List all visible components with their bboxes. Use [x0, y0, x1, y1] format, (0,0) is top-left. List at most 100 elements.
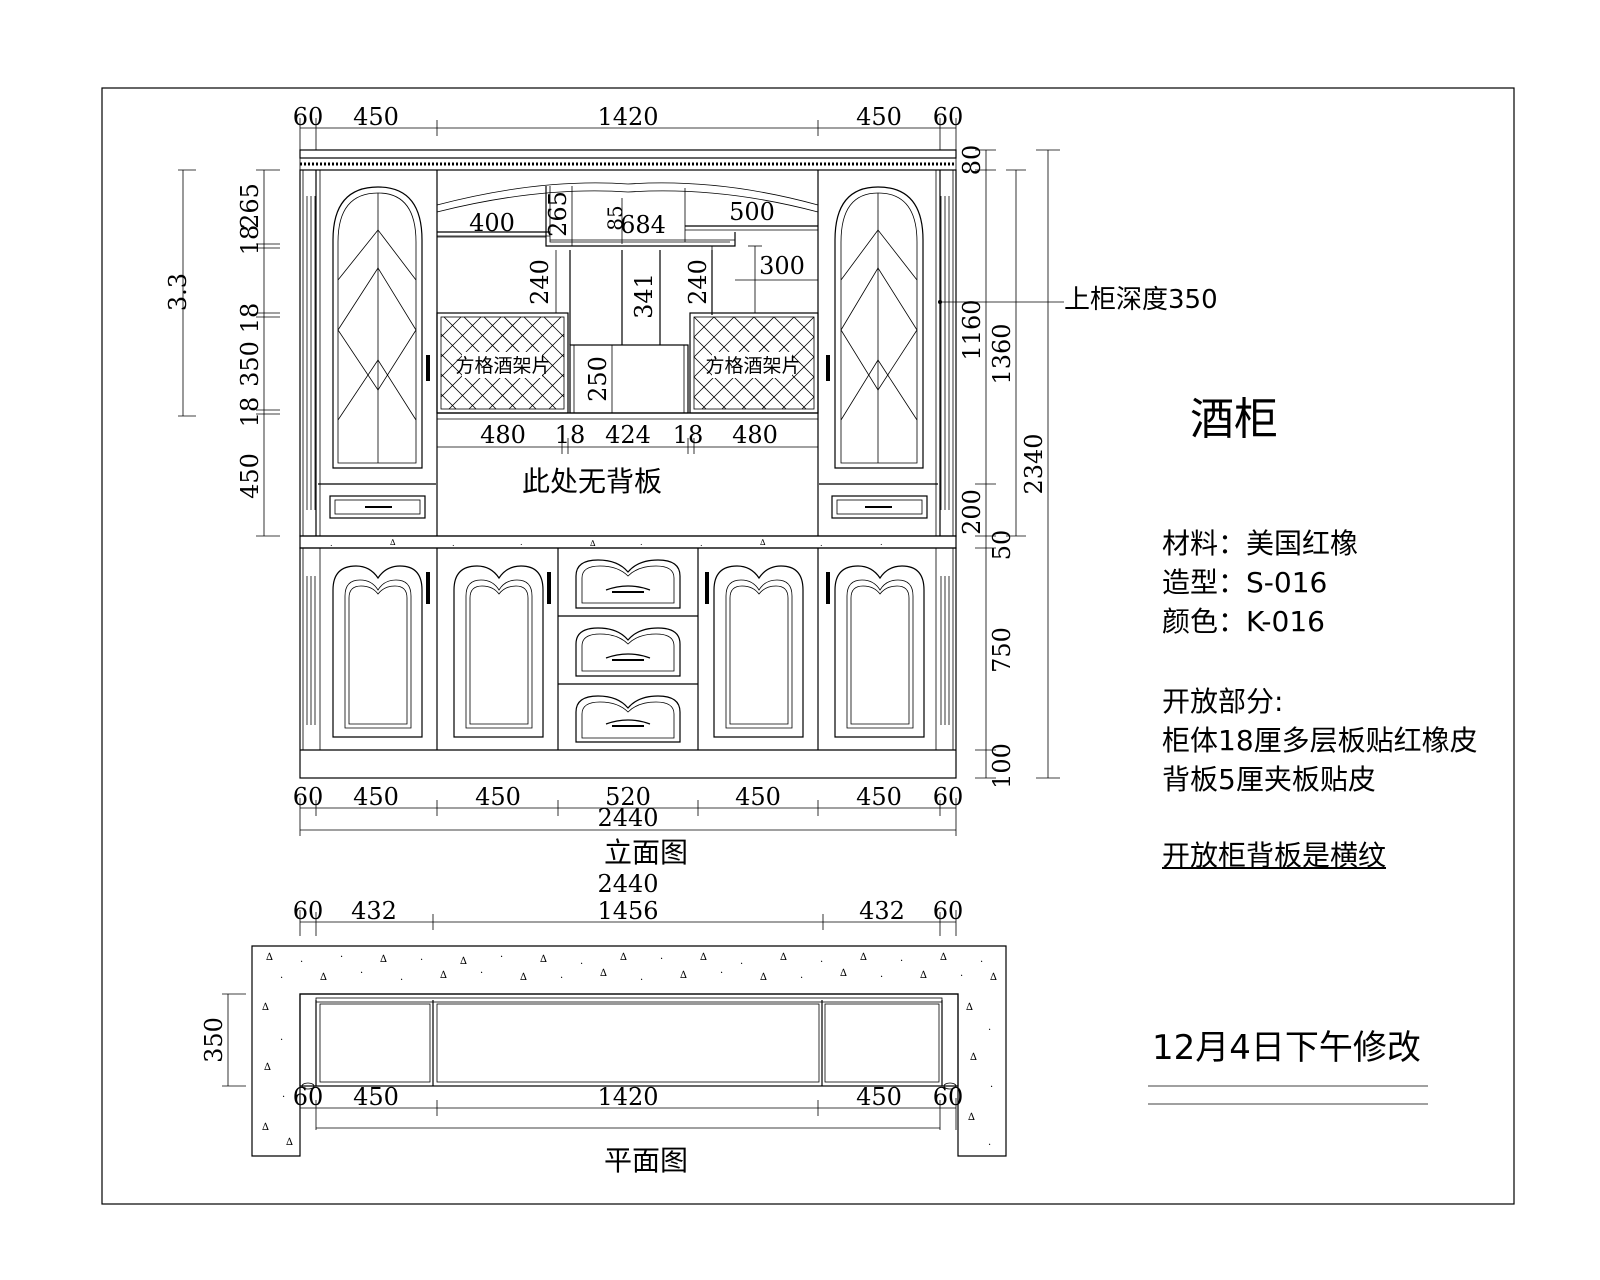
- svg-text:.: .: [452, 539, 455, 548]
- lower-cabinet: [299, 547, 957, 779]
- bottom-dim-6: 450: [856, 783, 902, 811]
- svg-text:.: .: [960, 968, 963, 979]
- svg-text:.: .: [980, 954, 983, 965]
- left-small-label: 3.3: [164, 273, 192, 311]
- dim-684: 684: [620, 211, 666, 239]
- svg-text:.: .: [300, 954, 303, 965]
- drawer-3: [575, 695, 681, 743]
- svg-text:∆: ∆: [990, 972, 997, 983]
- right-dim-100: 100: [988, 743, 1016, 789]
- dim-250: 250: [584, 356, 612, 402]
- svg-text:.: .: [280, 1032, 283, 1043]
- right-dim-50: 50: [988, 530, 1016, 561]
- grain-note: 开放柜背板是横纹: [1162, 839, 1387, 872]
- no-back-panel-note: 此处无背板: [522, 465, 662, 498]
- svg-text:·: ·: [900, 956, 903, 967]
- svg-text:∆: ∆: [286, 1137, 293, 1148]
- drawing-frame: [101, 87, 1515, 1205]
- svg-text:.: .: [820, 954, 823, 965]
- dim-265-inner: 265: [544, 191, 572, 237]
- svg-text:∆: ∆: [620, 952, 627, 963]
- svg-text:∆: ∆: [760, 538, 766, 547]
- left-door-handle: [426, 355, 430, 381]
- plan-bottom-dim-5: 60: [933, 1083, 964, 1111]
- lower-door-3-handle: [705, 572, 709, 604]
- svg-text:∆: ∆: [390, 538, 396, 547]
- row-dim-4: 18: [673, 421, 704, 449]
- svg-text:∆: ∆: [760, 972, 767, 983]
- row-dim-1: 480: [480, 421, 526, 449]
- open-section-line1: 柜体18厘多层板贴红橡皮: [1162, 724, 1478, 757]
- dim-400: 400: [469, 209, 515, 237]
- left-dim-18c: 18: [236, 397, 264, 428]
- plan-top-dim-3: 1456: [597, 897, 658, 925]
- right-rack-label: 方格酒架片: [705, 355, 800, 377]
- top-dim-1: 60: [293, 103, 324, 131]
- svg-text:·: ·: [880, 972, 883, 983]
- svg-text:.: .: [420, 952, 423, 963]
- plan-bottom-dim-1: 60: [293, 1083, 324, 1111]
- drawer-1: [558, 559, 698, 617]
- open-section-line2: 背板5厘夹板贴皮: [1162, 763, 1376, 796]
- svg-text:·: ·: [480, 968, 483, 979]
- svg-text:∆: ∆: [262, 1002, 269, 1013]
- svg-text:∆: ∆: [320, 972, 327, 983]
- svg-text:∆: ∆: [266, 952, 273, 963]
- dim-300: 300: [759, 252, 805, 280]
- plan-bottom-dim-2: 450: [353, 1083, 399, 1111]
- svg-text:∆: ∆: [840, 968, 847, 979]
- concrete-hatch: ∆.·∆ .∆·∆ .∆·∆ .∆.∆ ·∆. .∆·. ∆·∆. ∆.∆· ∆…: [262, 952, 997, 1148]
- lower-door-2-handle: [547, 572, 551, 604]
- lower-door-1: [332, 565, 423, 738]
- lower-door-4-handle: [826, 572, 830, 604]
- svg-text:∆: ∆: [520, 972, 527, 983]
- svg-text:∆: ∆: [460, 956, 467, 967]
- bottom-dim-1: 60: [293, 783, 324, 811]
- svg-text:∆: ∆: [920, 970, 927, 981]
- svg-text:·: ·: [500, 952, 503, 963]
- svg-text:∆: ∆: [860, 952, 867, 963]
- right-dim-1360: 1360: [988, 323, 1016, 384]
- top-dim-3: 1420: [597, 103, 658, 131]
- svg-text:∆: ∆: [970, 1052, 977, 1063]
- row-dim-5: 480: [732, 421, 778, 449]
- bottom-dim-7: 60: [933, 783, 964, 811]
- wall-outline: [251, 945, 1007, 1157]
- lower-door-3: [713, 565, 804, 738]
- svg-text:∆: ∆: [600, 968, 607, 979]
- right-dim-2340: 2340: [1020, 433, 1048, 494]
- left-dim-18a: 18: [236, 225, 264, 256]
- bottom-dim-4: 520: [605, 783, 651, 811]
- svg-text:∆: ∆: [780, 952, 787, 963]
- style-note: 造型：S-016: [1162, 566, 1328, 599]
- bottom-dim-2: 450: [353, 783, 399, 811]
- svg-text:.: .: [740, 956, 743, 967]
- upper-depth-note: 上柜深度350: [1064, 285, 1218, 315]
- lower-door-2: [453, 565, 544, 738]
- svg-text:.: .: [330, 539, 333, 548]
- svg-text:·: ·: [720, 968, 723, 979]
- dim-240-right: 240: [684, 259, 712, 305]
- plan-bottom-dim-3: 1420: [597, 1083, 658, 1111]
- left-glass-door: [332, 186, 423, 469]
- plan-top-total: 2440: [597, 870, 658, 898]
- svg-text:∆: ∆: [700, 952, 707, 963]
- left-dim-450: 450: [236, 453, 264, 499]
- left-upper-drawer: [329, 495, 426, 519]
- svg-text:∆: ∆: [262, 1122, 269, 1133]
- svg-text:·: ·: [990, 1082, 993, 1093]
- svg-text:.: .: [520, 538, 523, 547]
- svg-text:.: .: [280, 970, 283, 981]
- svg-text:.: .: [640, 972, 643, 983]
- bottom-dim-5: 450: [735, 783, 781, 811]
- svg-text:·: ·: [360, 968, 363, 979]
- svg-text:∆: ∆: [380, 954, 387, 965]
- top-dim-4: 450: [856, 103, 902, 131]
- left-dim-265: 265: [236, 183, 264, 229]
- svg-text:.: .: [640, 538, 643, 547]
- right-dim-80: 80: [958, 145, 986, 176]
- countertop: [299, 535, 957, 549]
- svg-text:∆: ∆: [440, 970, 447, 981]
- plan-top-dim-4: 432: [859, 897, 905, 925]
